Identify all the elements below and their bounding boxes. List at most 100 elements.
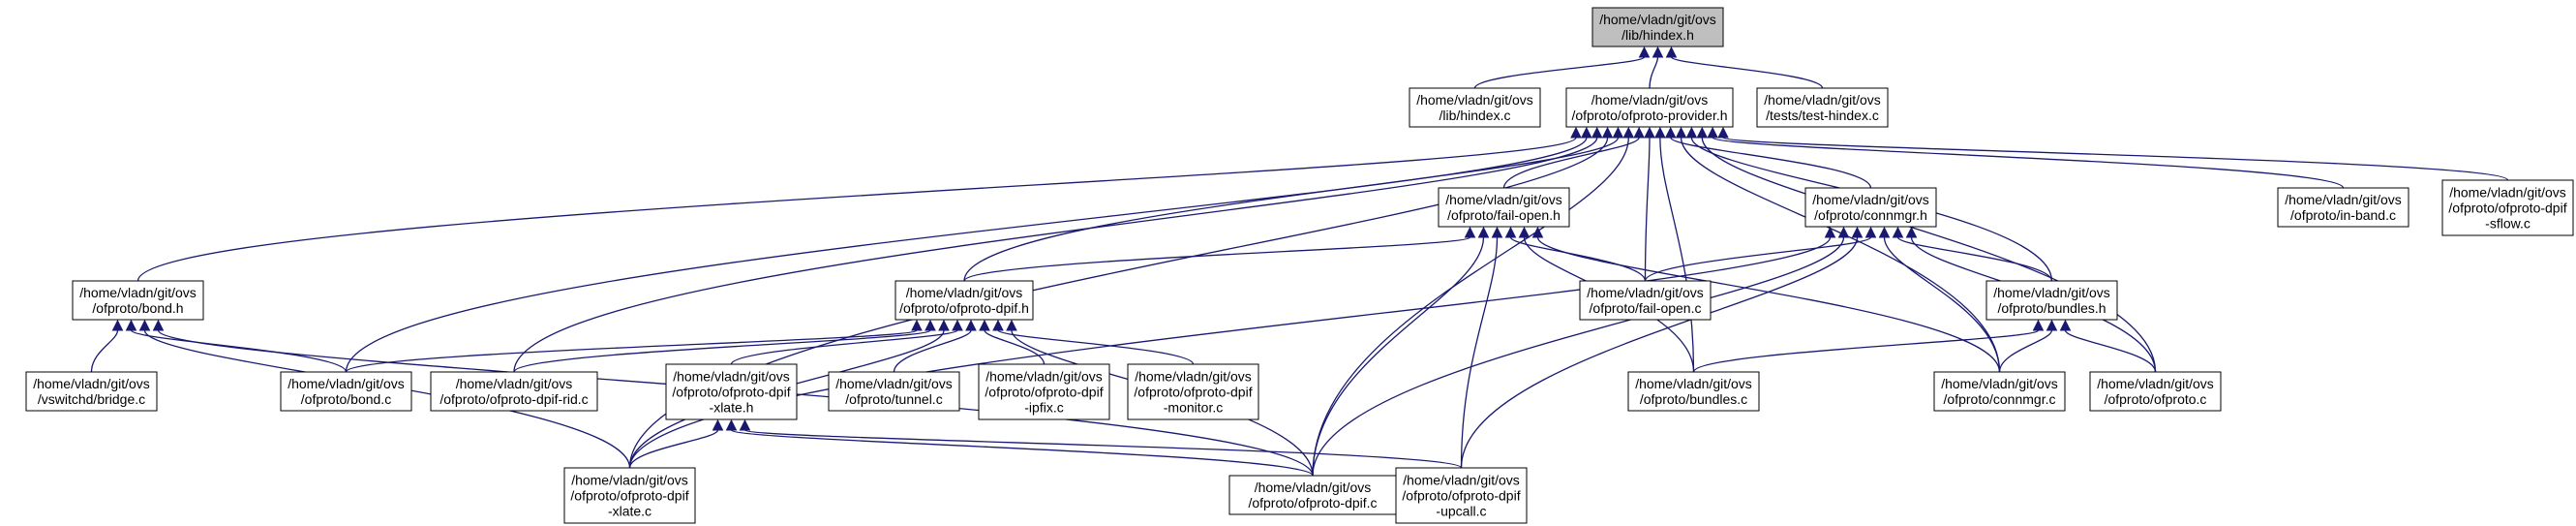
edge-bond-h-to-ofproto-provider-h: [136, 126, 1582, 282]
edge-line: [730, 329, 958, 365]
node-root[interactable]: /home/vladn/git/ovs/lib/hindex.h: [1591, 7, 1724, 47]
edge-connmgr-h-to-ofproto-provider-h: [1664, 126, 1872, 189]
node-box: [563, 467, 696, 524]
node-box: [1565, 87, 1734, 128]
node-ofproto-dpif-c[interactable]: /home/vladn/git/ovs/ofproto/ofproto-dpif…: [1228, 475, 1397, 515]
arrow-head: [1892, 226, 1904, 238]
node-label-line: /tests/test-hindex.c: [1766, 108, 1879, 123]
node-label-line: /ofproto/bundles.c: [1640, 391, 1747, 407]
edge-ofproto-c-to-ofproto-provider-h: [1696, 126, 2157, 373]
node-label-line: /home/vladn/git/ovs: [33, 376, 150, 391]
node-connmgr-h[interactable]: /home/vladn/git/ovs/ofproto/connmgr.h: [1804, 187, 1937, 228]
node-connmgr-c[interactable]: /home/vladn/git/ovs/ofproto/connmgr.c: [1933, 371, 2066, 412]
node-box: [1127, 363, 1259, 420]
node-label-line: -sflow.c: [2485, 216, 2531, 232]
edge-fail-open-h-to-ofproto-provider-h: [1502, 126, 1645, 189]
edge-test-hindex-c-to-root: [1665, 46, 1824, 89]
arrow-head: [739, 418, 751, 431]
node-fail-open-c[interactable]: /home/vladn/git/ovs/ofproto/fail-open.c: [1579, 280, 1712, 321]
node-bridge-c[interactable]: /home/vladn/git/ovs/vswitchd/bridge.c: [25, 371, 158, 412]
edge-bundles-h-to-connmgr-h: [1892, 226, 2053, 282]
node-bundles-h[interactable]: /home/vladn/git/ovs/ofproto/bundles.h: [1985, 280, 2118, 321]
edge-line: [345, 137, 1588, 373]
node-box: [2089, 371, 2222, 412]
node-box: [1579, 280, 1712, 321]
node-label-line: /home/vladn/git/ovs: [2285, 192, 2402, 207]
node-test-hindex-c[interactable]: /home/vladn/git/ovs/tests/test-hindex.c: [1756, 87, 1889, 128]
node-monitor-c[interactable]: /home/vladn/git/ovs/ofproto/ofproto-dpif…: [1127, 363, 1259, 420]
edge-line: [893, 329, 972, 373]
node-ofproto-c[interactable]: /home/vladn/git/ovs/ofproto/ofproto.c: [2089, 371, 2222, 412]
node-label-line: /home/vladn/git/ovs: [1591, 92, 1709, 108]
arrow-head: [111, 319, 124, 331]
node-rid-c[interactable]: /home/vladn/git/ovs/ofproto/ofproto-dpif…: [430, 371, 598, 412]
edge-line: [997, 329, 1195, 365]
node-upcall-c[interactable]: /home/vladn/git/ovs/ofproto/ofproto-dpif…: [1395, 467, 1528, 524]
edge-xlate-c-to-xlate-h: [628, 418, 724, 469]
node-bond-h[interactable]: /home/vladn/git/ovs/ofproto/bond.h: [72, 280, 204, 321]
edge-line: [1509, 236, 1647, 282]
arrow-head: [1581, 126, 1592, 139]
edge-line: [1649, 56, 1659, 89]
arrow-head: [1612, 126, 1624, 139]
edge-line: [136, 137, 1577, 282]
arrow-head: [1477, 226, 1490, 238]
edge-line: [1670, 137, 1872, 189]
node-xlate-c[interactable]: /home/vladn/git/ovs/ofproto/ofproto-dpif…: [563, 467, 696, 524]
node-label-line: -xlate.h: [710, 400, 754, 416]
node-label-line: /ofproto/ofproto-dpif: [672, 385, 790, 400]
node-fail-open-h[interactable]: /home/vladn/git/ovs/ofproto/fail-open.h: [1438, 187, 1570, 228]
node-tunnel-c[interactable]: /home/vladn/git/ovs/ofproto/tunnel.c: [828, 371, 960, 412]
node-bond-c[interactable]: /home/vladn/git/ovs/ofproto/bond.c: [280, 371, 412, 412]
edge-line: [1692, 329, 2040, 373]
node-label-line: /home/vladn/git/ovs: [1635, 376, 1752, 391]
edge-ofproto-dpif-c-to-connmgr-h: [1312, 226, 1850, 477]
node-label-line: /ofproto/bond.h: [92, 300, 183, 316]
edge-line: [963, 236, 1471, 282]
edge-tunnel-c-to-ofproto-dpif-h: [893, 319, 977, 373]
node-ipfix-c[interactable]: /home/vladn/git/ovs/ofproto/ofproto-dpif…: [978, 363, 1110, 420]
node-box: [1804, 187, 1937, 228]
node-box: [430, 371, 598, 412]
edge-in-band-c-to-ofproto-provider-h: [1707, 126, 2345, 189]
edge-line: [1473, 56, 1646, 89]
node-label-line: /home/vladn/git/ovs: [1993, 285, 2110, 300]
node-label-line: /lib/hindex.h: [1621, 27, 1694, 43]
node-xlate-h[interactable]: /home/vladn/git/ovs/ofproto/ofproto-dpif…: [665, 363, 798, 420]
arrow-head: [1665, 46, 1678, 58]
edge-line: [345, 329, 918, 373]
arrow-head: [965, 319, 977, 331]
arrow-head: [1464, 226, 1476, 238]
edge-upcall-c-to-connmgr-h: [1460, 226, 1864, 469]
node-ofproto-provider-h[interactable]: /home/vladn/git/ovs/ofproto/ofproto-prov…: [1565, 87, 1734, 128]
edge-line: [513, 329, 931, 373]
edge-line: [1701, 137, 2157, 373]
edge-connmgr-c-to-ofproto-provider-h: [1675, 126, 2001, 373]
arrow-head: [992, 319, 1004, 331]
node-bundles-c[interactable]: /home/vladn/git/ovs/ofproto/bundles.c: [1627, 371, 1760, 412]
edge-ofproto-dpif-h-to-ofproto-provider-h: [963, 126, 1624, 282]
edge-upcall-c-to-xlate-h: [739, 418, 1463, 469]
node-box: [1985, 280, 2118, 321]
arrow-head: [1006, 319, 1017, 331]
arrow-head: [1622, 126, 1635, 139]
node-box: [2277, 187, 2409, 228]
node-lib-hindex-c[interactable]: /home/vladn/git/ovs/lib/hindex.c: [1409, 87, 1541, 128]
node-label-line: /ofproto/tunnel.c: [845, 391, 942, 407]
node-ofproto-dpif-h[interactable]: /home/vladn/git/ovs/ofproto/ofproto-dpif…: [894, 280, 1034, 321]
node-label-line: /ofproto/ofproto-dpif: [1134, 385, 1252, 400]
arrow-head: [1504, 226, 1517, 238]
edge-line: [1722, 137, 2509, 181]
arrow-head: [1570, 126, 1582, 139]
node-label-line: /ofproto/ofproto-dpif-rid.c: [439, 391, 588, 407]
node-label-line: /ofproto/ofproto-dpif.h: [899, 300, 1029, 316]
arrow-head: [1905, 226, 1918, 238]
edge-fail-open-c-to-ofproto-provider-h: [1644, 126, 1655, 282]
node-in-band-c[interactable]: /home/vladn/git/ovs/ofproto/in-band.c: [2277, 187, 2409, 228]
node-label-line: /home/vladn/git/ovs: [2097, 376, 2214, 391]
node-sflow-c[interactable]: /home/vladn/git/ovs/ofproto/ofproto-dpif…: [2441, 179, 2574, 236]
edge-rid-c-to-ofproto-provider-h: [513, 126, 1603, 373]
edge-line: [743, 429, 1463, 469]
edge-ipfix-c-to-ofproto-dpif-h: [979, 319, 1046, 365]
